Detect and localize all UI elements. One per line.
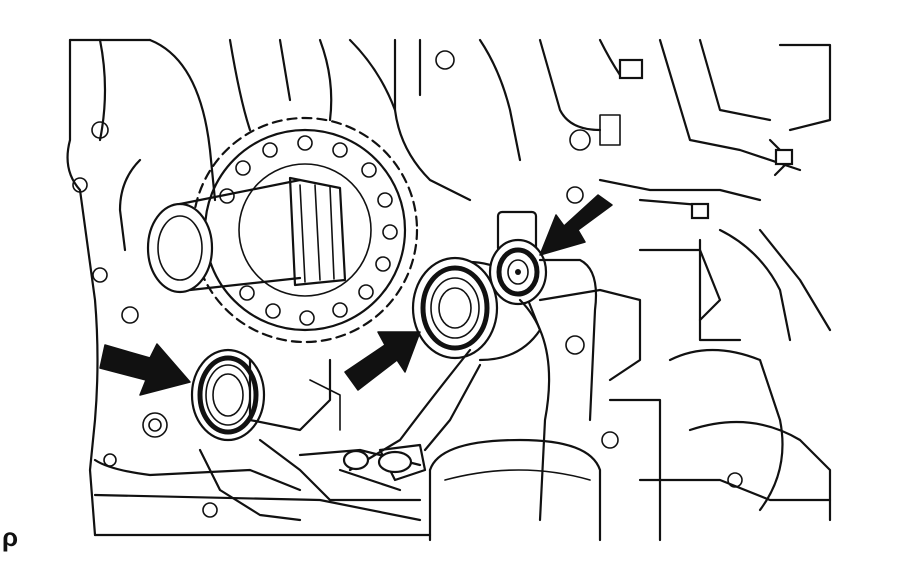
engine-block-outline <box>66 38 432 537</box>
lower-housing <box>93 228 832 542</box>
oil-seal-center <box>411 256 542 362</box>
upper-right-arrow <box>539 194 613 256</box>
timing-bracket <box>198 258 598 522</box>
left-arrow <box>99 343 191 396</box>
center-arrow <box>344 331 421 391</box>
camshaft <box>146 176 347 294</box>
corner-figure-code: ρ <box>2 522 19 552</box>
oil-seal-left <box>190 348 266 442</box>
upper-housing <box>393 38 832 220</box>
cam-sprocket <box>191 116 419 344</box>
oil-seal-small <box>488 210 548 306</box>
